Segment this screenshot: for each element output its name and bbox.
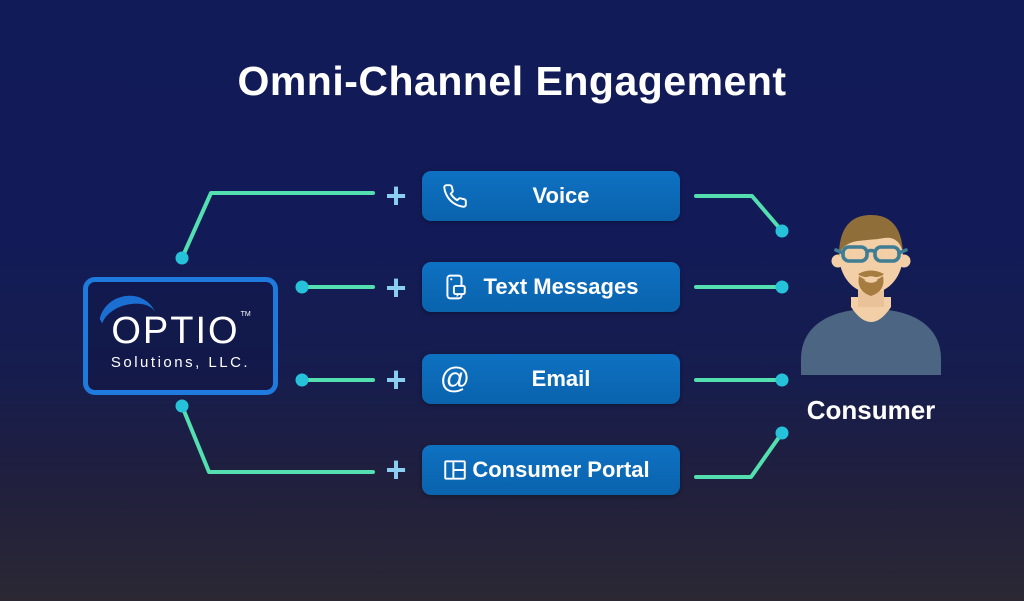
portal-grid-icon: [438, 457, 472, 483]
endpoint-dot: [175, 399, 189, 413]
endpoint-dot: [175, 251, 189, 265]
plus-icon: +: [385, 449, 407, 490]
optio-brand-text: OPTIO: [111, 309, 240, 352]
phone-icon: [438, 183, 472, 209]
plus-icon: +: [385, 359, 407, 400]
connector-voice-consumer: [694, 194, 784, 233]
connector-portal-consumer: [694, 431, 784, 479]
channel-label: Voice: [532, 183, 590, 208]
optio-wordmark: OPTIOTM: [92, 287, 251, 357]
optio-subtitle: Solutions, LLC.: [110, 353, 251, 371]
plus-icon: +: [385, 267, 407, 308]
endpoint-dot: [775, 280, 789, 294]
consumer-avatar: [801, 215, 941, 375]
endpoint-dot: [295, 280, 309, 294]
endpoint-dot: [775, 426, 789, 440]
channel-label: Consumer Portal: [472, 457, 650, 482]
endpoint-dot: [295, 373, 309, 387]
channel-button-consumer-portal[interactable]: Consumer Portal: [422, 445, 680, 495]
endpoint-dot: [775, 224, 789, 238]
trademark-symbol: TM: [240, 311, 251, 319]
plus-icon: +: [385, 175, 407, 216]
channel-button-text-messages[interactable]: Text Messages: [422, 262, 680, 312]
connector-logo-portal: [180, 404, 375, 474]
channel-label: Text Messages: [483, 274, 639, 299]
endpoint-dot: [775, 373, 789, 387]
consumer-label: Consumer: [806, 395, 936, 425]
channel-label: Email: [531, 366, 591, 391]
connector-logo-voice: [180, 191, 375, 260]
channel-button-voice[interactable]: Voice: [422, 171, 680, 221]
text-message-icon: [438, 274, 472, 300]
at-sign-icon: @: [439, 362, 471, 395]
channel-button-email[interactable]: @ Email: [422, 354, 680, 404]
optio-logo-card: OPTIOTM Solutions, LLC.: [83, 277, 278, 395]
page-title: Omni-Channel Engagement: [237, 58, 787, 104]
